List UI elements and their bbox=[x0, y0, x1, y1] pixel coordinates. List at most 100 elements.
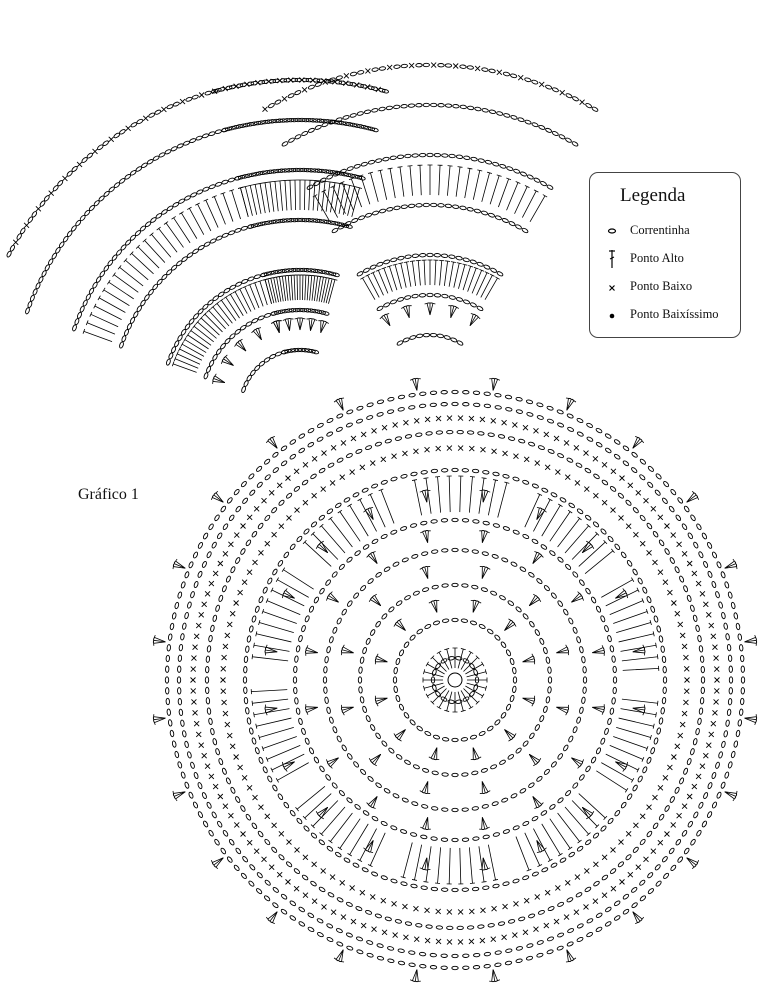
chain-stitch bbox=[390, 257, 398, 263]
single-crochet-stitch bbox=[695, 773, 702, 780]
chain-stitch bbox=[422, 587, 430, 592]
chain-stitch bbox=[481, 551, 489, 556]
chain-stitch bbox=[557, 600, 563, 607]
single-crochet-stitch bbox=[276, 482, 283, 489]
chain-stitch bbox=[280, 445, 288, 452]
double-crochet-stitch bbox=[261, 736, 297, 752]
chain-stitch bbox=[361, 867, 369, 873]
chain-stitch bbox=[378, 66, 387, 71]
chain-stitch bbox=[639, 514, 646, 522]
chain-stitch bbox=[547, 448, 555, 454]
chain-stitch bbox=[409, 634, 416, 641]
chain-stitch bbox=[451, 582, 459, 588]
double-crochet-stitch bbox=[541, 823, 563, 857]
chain-stitch bbox=[617, 861, 624, 868]
double-crochet-stitch bbox=[297, 179, 303, 210]
chain-stitch bbox=[463, 155, 471, 161]
chain-stitch bbox=[693, 811, 699, 819]
single-crochet-stitch bbox=[468, 445, 475, 452]
double-crochet-stitch bbox=[339, 397, 345, 411]
chain-stitch bbox=[541, 487, 549, 493]
double-crochet-stitch bbox=[292, 179, 298, 211]
chain-stitch bbox=[384, 438, 392, 444]
chain-stitch bbox=[559, 497, 567, 503]
chain-stitch bbox=[221, 767, 227, 775]
chain-stitch bbox=[197, 542, 203, 549]
chain-stitch bbox=[661, 856, 668, 863]
chain-stitch bbox=[735, 622, 741, 631]
double-crochet-stitch bbox=[423, 477, 432, 514]
chain-stitch bbox=[592, 832, 600, 839]
chain-stitch bbox=[441, 772, 449, 777]
double-crochet-stitch bbox=[192, 324, 214, 343]
chain-stitch bbox=[168, 352, 174, 360]
chain-stitch bbox=[274, 99, 282, 105]
chain-stitch bbox=[245, 321, 253, 327]
double-crochet-stitch bbox=[375, 653, 388, 663]
chain-stitch bbox=[654, 864, 661, 871]
single-crochet-stitch bbox=[677, 621, 684, 628]
chain-stitch bbox=[267, 775, 273, 783]
double-crochet-stitch bbox=[430, 655, 447, 672]
chain-stitch bbox=[298, 635, 303, 643]
double-crochet-stitch bbox=[427, 164, 433, 195]
chain-stitch bbox=[497, 434, 506, 439]
double-crochet-stitch bbox=[621, 654, 659, 662]
chain-stitch bbox=[430, 836, 438, 841]
chain-stitch bbox=[534, 724, 540, 731]
chain-stitch bbox=[692, 614, 698, 622]
double-crochet-stitch bbox=[135, 244, 160, 269]
chain-stitch bbox=[388, 606, 395, 613]
chain-stitch bbox=[525, 955, 534, 961]
chain-stitch bbox=[518, 438, 526, 444]
double-crochet-stitch bbox=[321, 180, 328, 212]
chain-stitch bbox=[472, 965, 481, 970]
chain-stitch bbox=[693, 541, 699, 549]
chain-stitch bbox=[234, 175, 242, 181]
single-crochet-stitch bbox=[365, 68, 371, 74]
chain-stitch bbox=[441, 468, 449, 473]
chain-stitch bbox=[404, 153, 412, 159]
chain-stitch bbox=[25, 307, 30, 315]
chain-stitch bbox=[394, 436, 402, 441]
chain-stitch bbox=[398, 703, 405, 711]
chain-stitch bbox=[345, 422, 353, 428]
chain-stitch bbox=[566, 941, 574, 947]
chain-stitch bbox=[440, 518, 449, 523]
single-crochet-stitch bbox=[555, 469, 561, 475]
chain-stitch bbox=[492, 523, 500, 528]
double-crochet-stitch bbox=[581, 807, 591, 820]
chain-stitch bbox=[408, 392, 416, 398]
chain-stitch bbox=[367, 775, 374, 782]
double-crochet-stitch bbox=[524, 832, 543, 867]
double-crochet-stitch bbox=[521, 189, 539, 218]
double-crochet-stitch bbox=[419, 781, 429, 794]
chain-stitch bbox=[469, 690, 475, 698]
legend-heading: Legenda bbox=[620, 185, 686, 206]
single-crochet-stitch bbox=[619, 475, 625, 481]
chain-stitch bbox=[607, 717, 612, 725]
chain-stitch bbox=[396, 297, 405, 302]
double-crochet-stitch bbox=[175, 351, 201, 365]
double-crochet-stitch bbox=[522, 659, 536, 665]
chain-stitch bbox=[190, 591, 195, 599]
chain-stitch bbox=[451, 953, 459, 959]
double-crochet-stitch bbox=[341, 704, 354, 710]
chain-stitch bbox=[576, 417, 584, 424]
chain-stitch bbox=[425, 924, 433, 929]
chain-stitch bbox=[381, 613, 388, 620]
chain-stitch bbox=[508, 919, 516, 924]
chain-stitch bbox=[294, 134, 302, 140]
double-crochet-stitch bbox=[541, 503, 563, 537]
chain-stitch bbox=[341, 608, 347, 616]
single-crochet-stitch bbox=[286, 839, 292, 845]
single-crochet-stitch bbox=[650, 848, 657, 855]
chain-stitch bbox=[246, 635, 252, 643]
double-crochet-stitch bbox=[229, 189, 241, 220]
chain-stitch bbox=[547, 676, 553, 684]
single-crochet-stitch bbox=[573, 444, 580, 451]
single-crochet-stitch bbox=[446, 909, 453, 915]
double-crochet-stitch bbox=[180, 341, 205, 357]
double-crochet-stitch bbox=[237, 186, 249, 217]
chain-stitch bbox=[505, 649, 512, 657]
